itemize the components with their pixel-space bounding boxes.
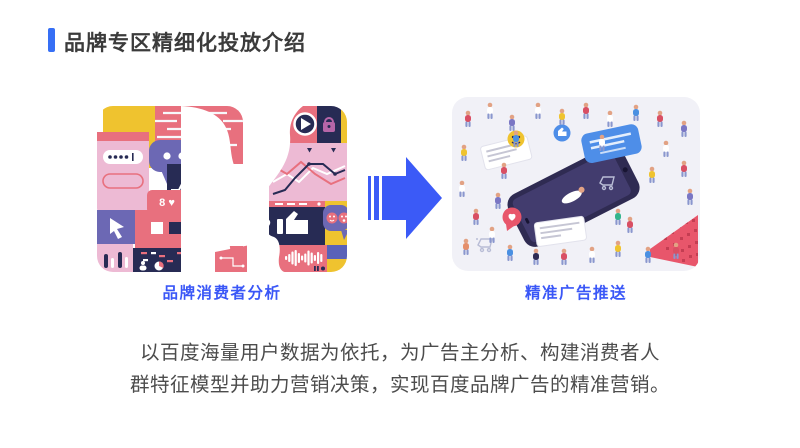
face-collage-illustration: 8 ♥ bbox=[97, 106, 347, 272]
message-card bbox=[533, 215, 587, 247]
body-line-2: 群特征模型并助力营销决策，实现百度品牌广告的精准营销。 bbox=[129, 374, 670, 396]
arrow-right-icon bbox=[368, 157, 442, 239]
yellow-edge-tile bbox=[341, 106, 347, 143]
like-bubble-icon bbox=[553, 124, 571, 142]
title-accent-bar bbox=[48, 28, 55, 52]
body-paragraph: 以百度海量用户数据为依托，为广告主分析、构建消费者人 群特征模型并助力营销决策，… bbox=[120, 337, 680, 401]
user-icon bbox=[139, 261, 147, 271]
ad-push-figure bbox=[452, 97, 700, 271]
person-on-screen bbox=[561, 190, 582, 204]
strip-dashes-icon bbox=[275, 202, 321, 206]
left-face-silhouette bbox=[181, 106, 258, 272]
page-title: 品牌专区精细化投放介绍 bbox=[64, 32, 306, 55]
shopping-cart-icon bbox=[599, 176, 615, 191]
megaphone-icon bbox=[650, 215, 698, 267]
consumer-analysis-caption: 品牌消费者分析 bbox=[162, 285, 282, 302]
phone-crowd-illustration bbox=[459, 102, 698, 267]
waveform-icon bbox=[285, 250, 323, 266]
heart-bubble-icon bbox=[502, 207, 522, 231]
ad-push-caption: 精准广告推送 bbox=[524, 285, 627, 302]
right-face-silhouette bbox=[247, 106, 303, 272]
play-icon bbox=[293, 112, 317, 136]
pie-chart-icon bbox=[154, 261, 164, 271]
chat-card bbox=[581, 124, 642, 164]
square-white-icon bbox=[151, 222, 163, 234]
cursor-icon bbox=[110, 218, 124, 239]
browser-card-header bbox=[97, 132, 149, 141]
bar-chart-icon bbox=[104, 252, 128, 268]
body-line-1: 以百度海量用户数据为依托，为广告主分析、构建消费者人 bbox=[139, 342, 660, 364]
pause-record-icon bbox=[314, 266, 325, 271]
yellow-corner-tile bbox=[327, 259, 347, 272]
input-outline-icon bbox=[102, 173, 144, 189]
password-field-icon bbox=[103, 150, 143, 164]
consumer-analysis-figure: 8 ♥ bbox=[97, 106, 347, 272]
smartphone bbox=[507, 145, 640, 247]
line-chart-icon bbox=[272, 148, 346, 195]
lock-icon bbox=[323, 117, 335, 132]
square-navy-icon bbox=[169, 222, 181, 234]
shopping-cart-icon bbox=[476, 238, 493, 253]
browser-card-tile bbox=[97, 132, 149, 214]
blue-corner-tile bbox=[327, 245, 347, 259]
thumbs-up-tile-strip bbox=[269, 201, 325, 207]
like-count-badge-label: 8 ♥ bbox=[159, 197, 175, 209]
emoji-bubble-icon bbox=[323, 205, 347, 240]
thumbs-up-icon bbox=[277, 211, 308, 234]
